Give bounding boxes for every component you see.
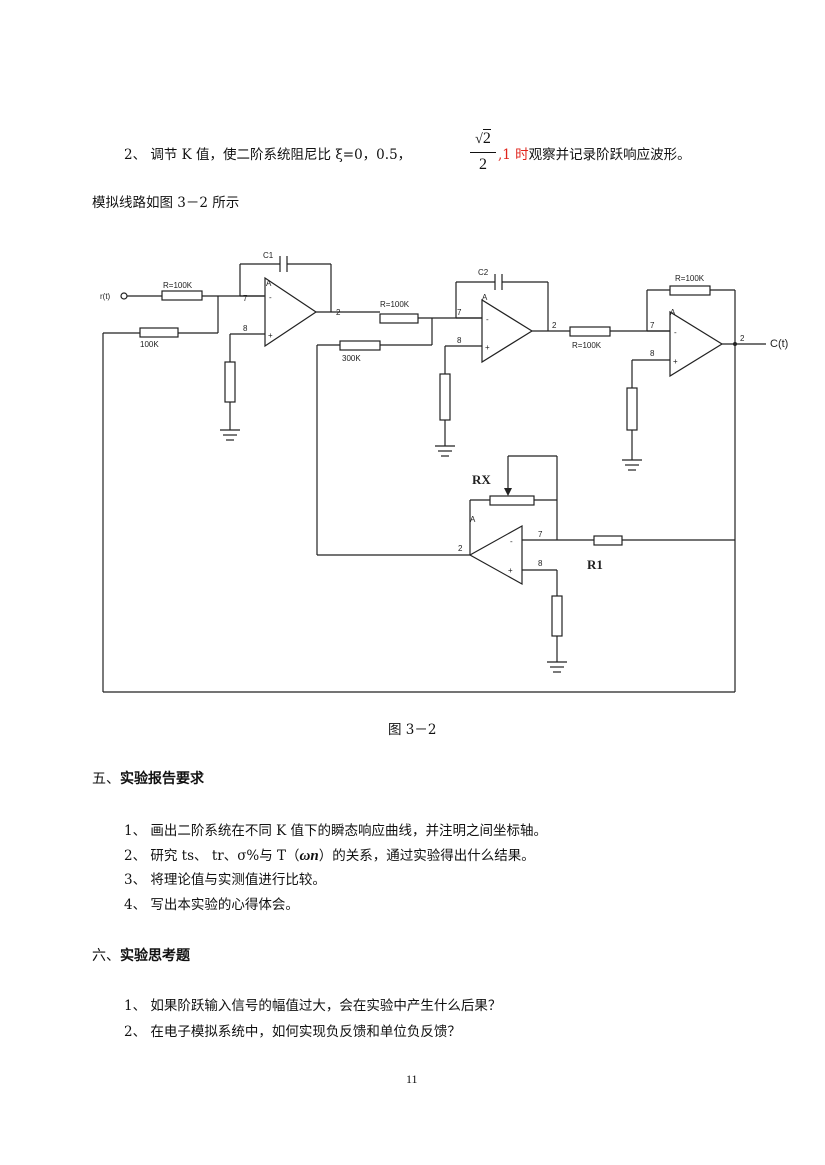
pin7-1: 7 — [243, 294, 248, 303]
section-5-title: 实验报告要求 — [120, 771, 204, 787]
section-5-item-2-b: ）的关系，通过实验得出什么结果。 — [318, 848, 535, 864]
circuit-diagram: r(t) C(t) R=100K 100K C1 C2 R=100K 300K … — [100, 251, 788, 693]
section-5-item-2: 2、 研究 ts、 tr、σ%与 T（ωn）的关系，通过实验得出什么结果。 — [124, 847, 535, 865]
label-r100k-d: R=100K — [572, 341, 602, 350]
label-a1: A — [266, 279, 272, 288]
pin2-3: 2 — [740, 334, 745, 343]
label-r100k-c: R=100K — [380, 300, 410, 309]
item-2-line-tail: ,1 时观察并记录阶跃响应波形。 — [498, 146, 691, 164]
pin2-2: 2 — [552, 321, 557, 330]
label-300k: 300K — [342, 354, 361, 363]
item-2-line: 2、 调节 K 值，使二阶系统阻尼比 ξ=0，0.5， — [124, 146, 411, 164]
section-6-heading: 六、实验思考题 — [92, 945, 190, 965]
section-6-prefix: 六、 — [92, 948, 120, 964]
item-2-text-a: 调节 K 值，使二阶系统阻尼比 ξ=0，0.5， — [150, 147, 412, 163]
sqrt2-over-2-fraction: √2 2 — [470, 128, 496, 178]
input-label: r(t) — [100, 292, 111, 301]
fraction-denominator: 2 — [479, 156, 487, 173]
pin8-2: 8 — [457, 336, 462, 345]
item-2-red-text: ,1 时 — [498, 147, 529, 163]
label-r1: R1 — [587, 557, 603, 572]
item-2-text-b: 观察并记录阶跃响应波形。 — [528, 147, 691, 163]
minus-3: - — [674, 328, 677, 337]
omega-n-symbol: ωn — [299, 848, 319, 864]
page-number: 11 — [406, 1072, 418, 1086]
pin8-1: 8 — [243, 324, 248, 333]
plus-3: + — [673, 357, 678, 366]
section-5-prefix: 五、 — [92, 771, 120, 787]
label-c1: C1 — [263, 251, 274, 260]
section-5-heading: 五、实验报告要求 — [92, 768, 204, 788]
plus-4: + — [508, 566, 513, 575]
section-6-item-2: 2、 在电子模拟系统中，如何实现负反馈和单位负反馈？ — [124, 1024, 461, 1040]
minus-1: - — [269, 293, 272, 302]
label-r100k-a: R=100K — [163, 281, 193, 290]
pin7-2: 7 — [457, 308, 462, 317]
section-5-item-4: 4、 写出本实验的心得体会。 — [124, 897, 299, 913]
label-c2: C2 — [478, 268, 489, 277]
section-5-item-1: 1、 画出二阶系统在不同 K 值下的瞬态响应曲线，并注明之间坐标轴。 — [124, 823, 548, 839]
intro-line: 模拟线路如图 3－2 所示 — [92, 195, 240, 211]
section-5-item-2-a: 2、 研究 ts、 tr、σ%与 T（ — [124, 848, 300, 864]
section-6-title: 实验思考题 — [120, 948, 190, 964]
plus-2: + — [485, 343, 490, 352]
label-a4: A — [470, 515, 476, 524]
pin8-4: 8 — [538, 559, 543, 568]
label-a2: A — [482, 293, 488, 302]
label-rx: RX — [472, 472, 491, 487]
minus-2: - — [486, 315, 489, 324]
pin2-1: 2 — [336, 308, 341, 317]
label-a3: A — [670, 308, 676, 317]
fraction-numerator: 2 — [482, 129, 491, 147]
label-100k-b: 100K — [140, 340, 159, 349]
plus-1: + — [268, 331, 273, 340]
minus-4: - — [510, 537, 513, 546]
pin7-4: 7 — [538, 530, 543, 539]
pin2-4: 2 — [458, 544, 463, 553]
pin8-3: 8 — [650, 349, 655, 358]
section-6-item-1: 1、 如果阶跃输入信号的幅值过大，会在实验中产生什么后果？ — [124, 998, 502, 1014]
pin7-3: 7 — [650, 321, 655, 330]
item-2-number: 2、 — [124, 147, 147, 163]
output-label: C(t) — [770, 338, 788, 350]
figure-caption: 图 3－2 — [388, 722, 437, 738]
label-r100k-e: R=100K — [675, 274, 705, 283]
section-5-item-3: 3、 将理论值与实测值进行比较。 — [124, 872, 326, 888]
